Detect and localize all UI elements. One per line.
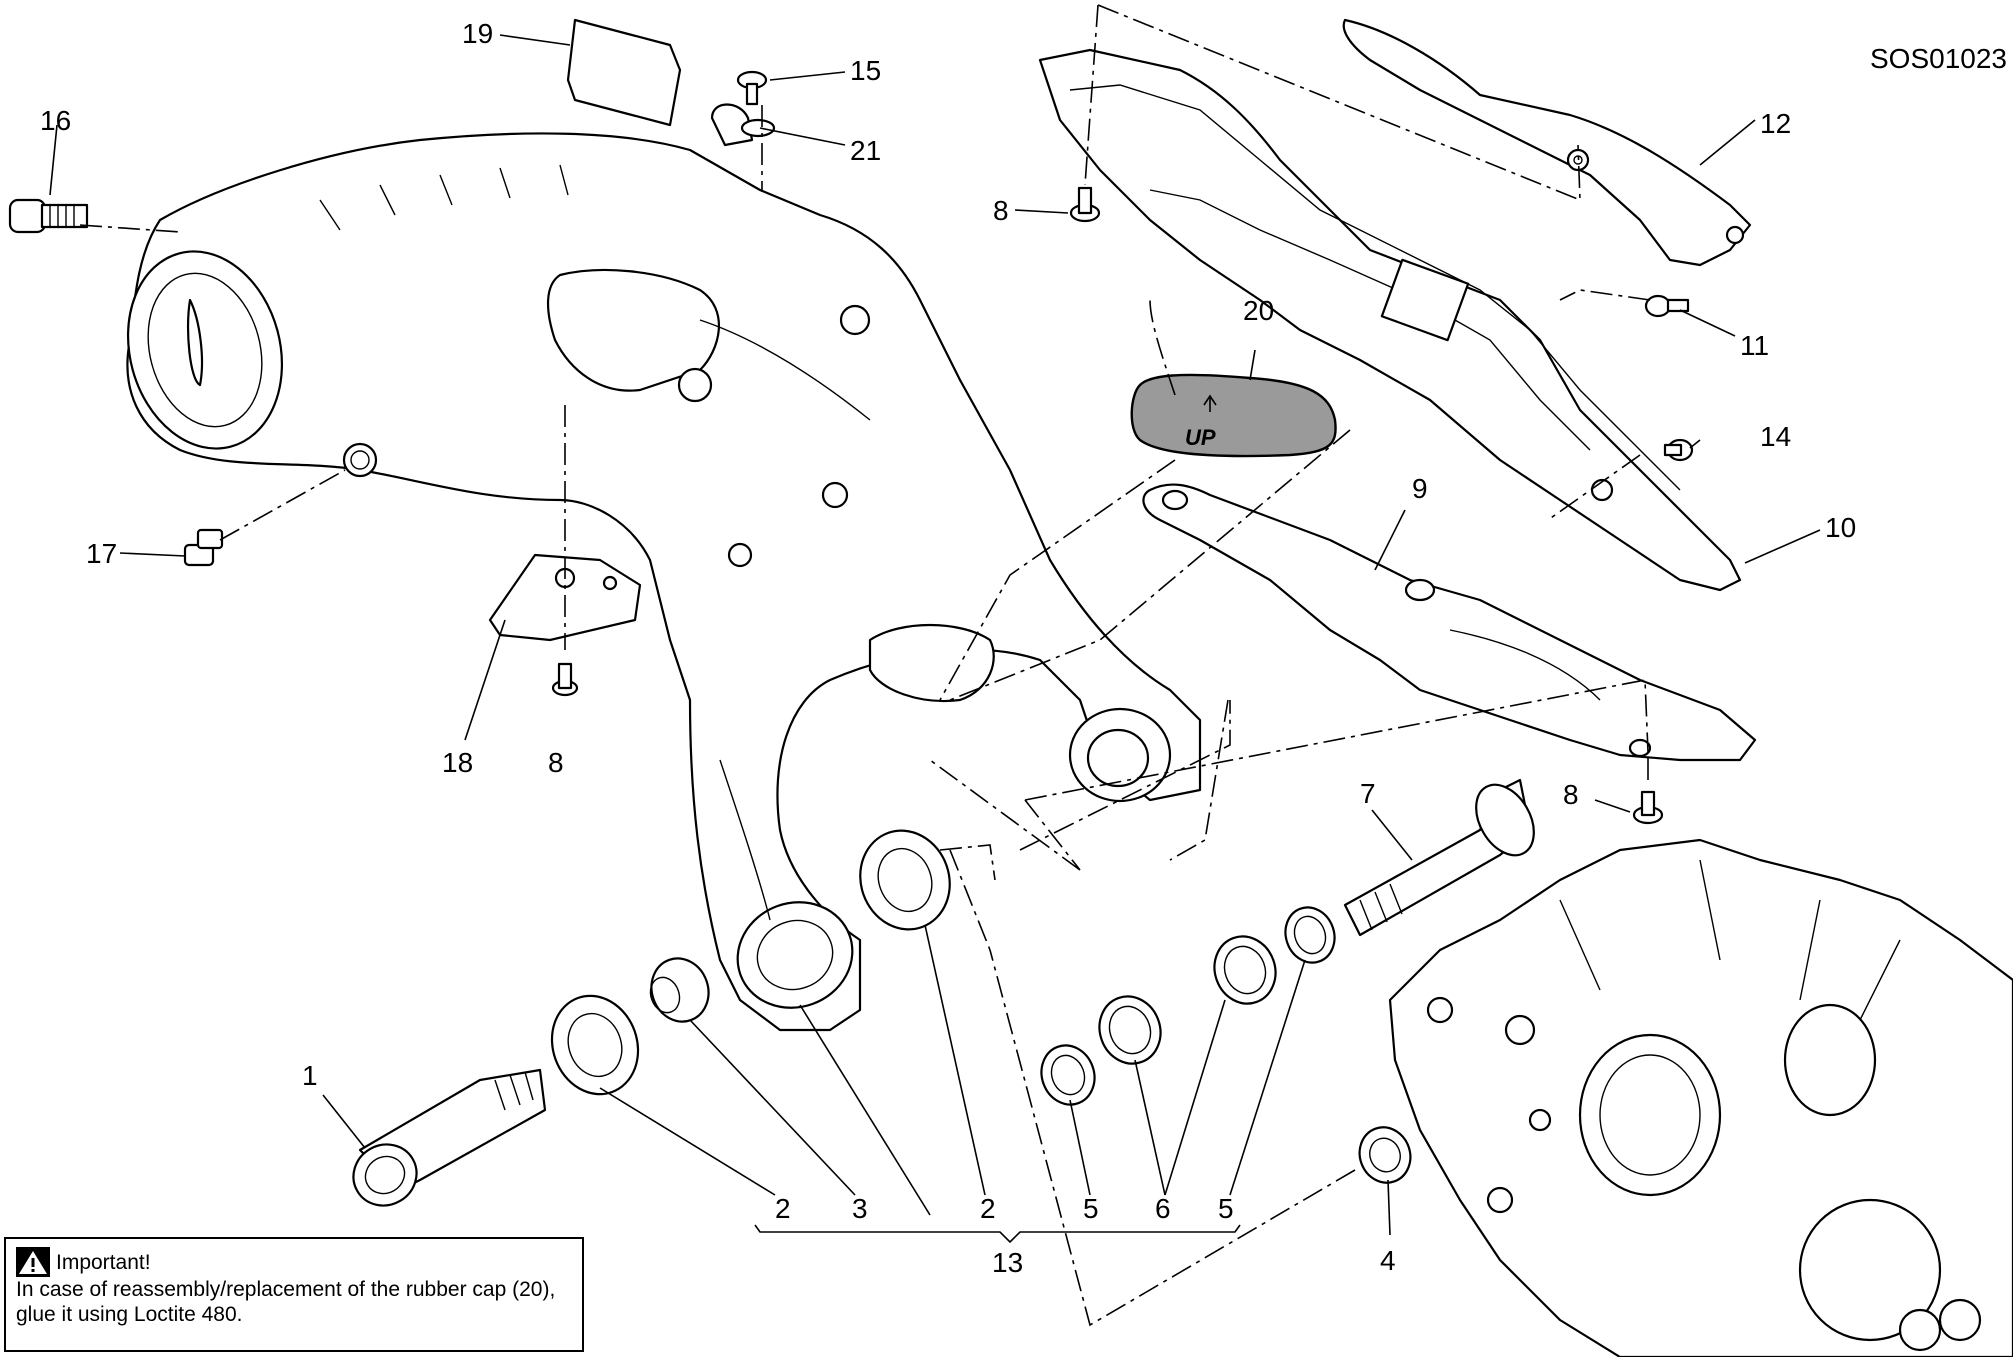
callout-2-right: 2 xyxy=(980,1193,996,1224)
chain-guard-upper xyxy=(1342,18,1752,267)
note-title: Important! xyxy=(56,1250,151,1274)
callout-4: 4 xyxy=(1380,1245,1396,1276)
callout-14: 14 xyxy=(1760,421,1791,452)
swingarm xyxy=(126,132,1202,1032)
note-line-2: glue it using Loctite 480. xyxy=(16,1303,243,1326)
screw-15 xyxy=(736,70,768,106)
bearing-2-right xyxy=(859,829,951,931)
pad-19 xyxy=(566,18,682,127)
plate xyxy=(1142,483,1757,762)
important-note: Important! In case of reassembly/replace… xyxy=(4,1237,584,1352)
seal-5-left xyxy=(1040,1044,1096,1106)
callout-9: 9 xyxy=(1412,473,1428,504)
callout-1: 1 xyxy=(302,1060,318,1091)
rubber-cap: UP xyxy=(1130,373,1337,458)
note-header: Important! xyxy=(16,1247,572,1277)
screw-8-left xyxy=(551,662,579,697)
pin-17 xyxy=(183,528,224,567)
callout-5-left: 5 xyxy=(1083,1193,1099,1224)
shaft-7 xyxy=(1343,778,1535,937)
warning-triangle-icon xyxy=(16,1247,50,1277)
callout-10: 10 xyxy=(1825,512,1856,543)
callout-12: 12 xyxy=(1760,108,1791,139)
callout-17: 17 xyxy=(86,538,117,569)
note-line-1: In case of reassembly/replacement of the… xyxy=(16,1278,556,1301)
callout-8-upper: 8 xyxy=(993,195,1009,226)
callout-labels: 19 15 21 16 17 18 8 8 8 12 11 14 10 9 20… xyxy=(40,18,1856,1278)
screw-11 xyxy=(1644,294,1690,318)
callout-5-right: 5 xyxy=(1218,1193,1234,1224)
screw-8-upper xyxy=(1069,186,1101,223)
needle-bearing-6-right xyxy=(1213,935,1277,1005)
pivot-bolt xyxy=(352,1068,547,1207)
callout-19: 19 xyxy=(462,18,493,49)
callout-21: 21 xyxy=(850,135,881,166)
washer-21 xyxy=(710,103,776,147)
callout-16: 16 xyxy=(40,105,71,136)
callout-3: 3 xyxy=(852,1193,868,1224)
callout-11: 11 xyxy=(1740,330,1769,361)
drawing-code: SOS01023 xyxy=(1870,43,2007,74)
callout-6: 6 xyxy=(1155,1193,1171,1224)
cap-label: UP xyxy=(1185,425,1216,450)
callout-18: 18 xyxy=(442,747,473,778)
bolt-16 xyxy=(8,198,89,234)
screw-14 xyxy=(1663,438,1694,462)
chain-guard xyxy=(1038,48,1742,592)
callout-2-left: 2 xyxy=(775,1193,791,1224)
spacer-3 xyxy=(649,957,710,1023)
seal-5-right xyxy=(1284,906,1336,964)
callout-15: 15 xyxy=(850,55,881,86)
bearing-2-left xyxy=(550,994,640,1096)
crankcase xyxy=(1388,838,2013,1357)
screw-8-right xyxy=(1632,790,1664,825)
leader-lines xyxy=(49,34,1821,1244)
cap-4 xyxy=(1358,1126,1412,1184)
callout-7: 7 xyxy=(1360,778,1376,809)
needle-bearing-6-left xyxy=(1098,995,1162,1065)
callout-8-right: 8 xyxy=(1563,779,1579,810)
callout-8-left: 8 xyxy=(548,747,564,778)
assembly-centerlines xyxy=(79,4,1651,1327)
callout-13: 13 xyxy=(992,1247,1023,1278)
callout-20: 20 xyxy=(1243,295,1274,326)
